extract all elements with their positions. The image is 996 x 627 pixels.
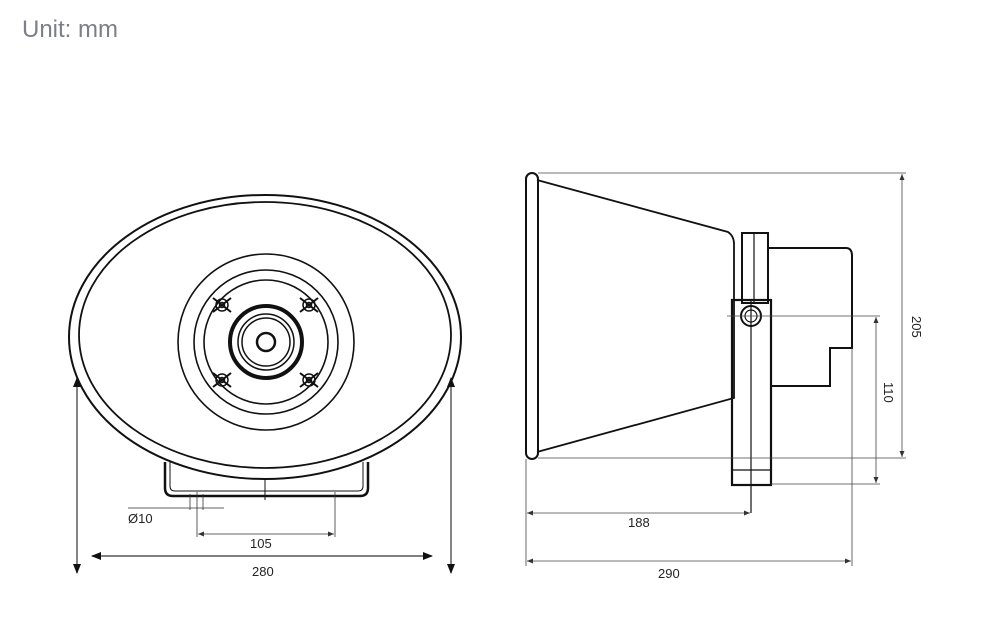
horn-mouth-rim [525, 172, 539, 460]
driver-unit [228, 304, 304, 380]
screw-bottom-right [299, 372, 319, 388]
horn-body [536, 179, 735, 453]
screw-top-left [212, 297, 232, 313]
unit-label: Unit: mm [22, 16, 118, 43]
front-view [68, 194, 462, 500]
front-view-dimensions [73, 377, 455, 574]
mounting-bracket [163, 462, 370, 498]
horn-outer-rim [68, 194, 462, 480]
side-view [525, 172, 853, 513]
screw-bottom-left [212, 372, 232, 388]
dim-bracket-spacing: 105 [250, 536, 272, 551]
side-view-dimensions [525, 172, 906, 566]
dim-hole-diameter: Ø10 [128, 511, 153, 526]
dim-mount-height: 110 [881, 382, 896, 403]
dim-overall-height: 205 [909, 316, 924, 338]
dim-overall-width: 280 [252, 564, 274, 579]
dim-horn-depth: 188 [628, 515, 650, 530]
driver-housing [768, 247, 853, 387]
dim-overall-depth: 290 [658, 566, 680, 581]
screw-top-right [299, 297, 319, 313]
